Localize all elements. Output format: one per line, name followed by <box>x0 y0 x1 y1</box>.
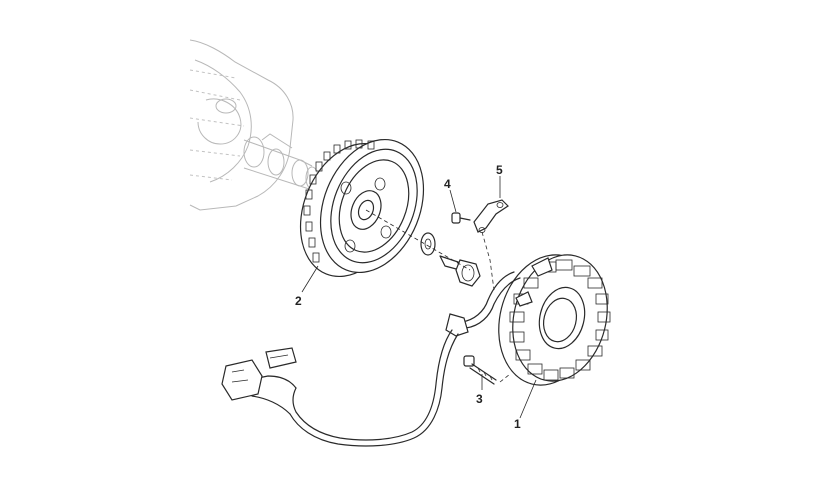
assembly-axis <box>365 209 471 271</box>
clamp-axis <box>481 231 495 291</box>
callout-clamp-screw: 4 <box>444 177 451 191</box>
leader-lines <box>301 176 537 419</box>
flywheel-rotor <box>299 138 425 278</box>
stator <box>498 254 611 386</box>
callout-wire-clamp: 5 <box>496 163 503 177</box>
bolt-axis <box>499 373 511 383</box>
callout-flywheel-rotor: 2 <box>295 294 302 308</box>
wire-clamp <box>473 199 509 233</box>
clamp-screw <box>451 212 471 224</box>
callout-stator-bolt: 3 <box>476 392 483 406</box>
stator-bolt <box>463 355 497 385</box>
wiring-harness <box>221 271 521 447</box>
washer-and-nut <box>420 232 481 287</box>
callout-stator: 1 <box>514 417 521 431</box>
crankshaft <box>189 39 319 211</box>
